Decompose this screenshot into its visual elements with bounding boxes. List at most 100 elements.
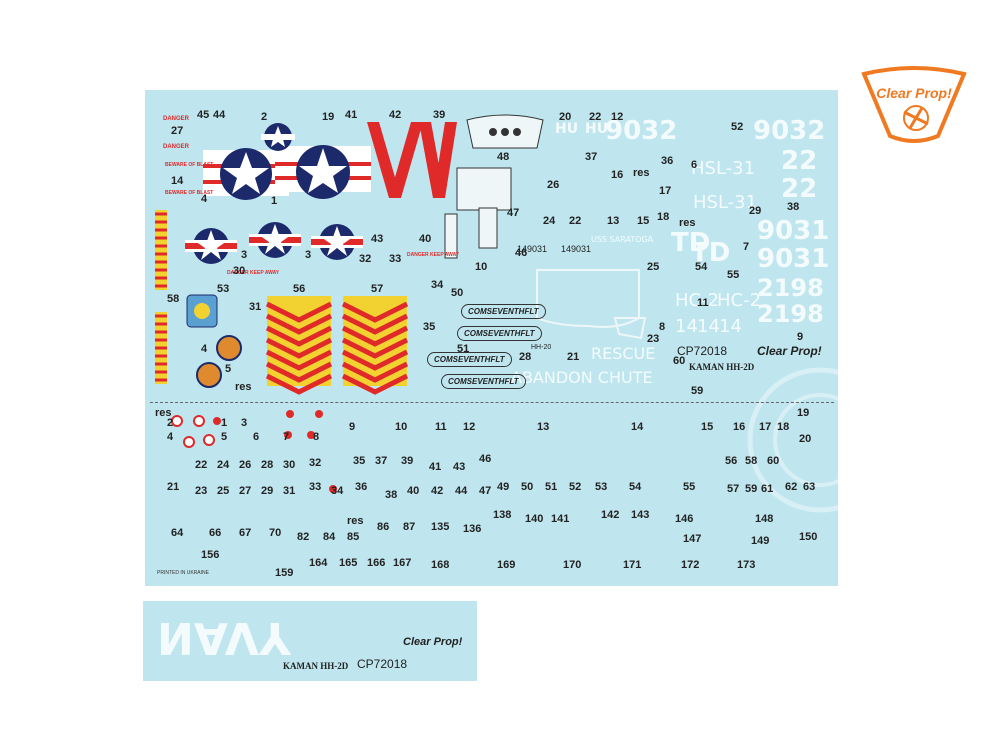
decal-number-label: 27 (239, 485, 252, 497)
cargo-door-outline (536, 269, 647, 340)
decal-number-label: 34 (431, 279, 444, 291)
serial-9032-a: 9032 (605, 116, 678, 146)
decal-number-label: 58 (745, 455, 758, 467)
decal-number-label: 39 (433, 109, 446, 121)
comseventhflt-3: COMSEVENTHFLT (427, 352, 512, 367)
decal-number-label: 32 (359, 253, 372, 265)
decal-number-label: 164 (309, 557, 328, 569)
decal-number-label: 70 (269, 527, 282, 539)
decal-number-label: 9 (797, 331, 804, 343)
decal-number-label: 38 (385, 489, 398, 501)
decal-number-label: 165 (339, 557, 358, 569)
decal-number-label: 7 (743, 241, 750, 253)
decal-number-label: 166 (367, 557, 386, 569)
comseventhflt-2: COMSEVENTHFLT (457, 326, 542, 341)
decal-number-label: res (155, 407, 172, 419)
decal-number-label: 159 (275, 567, 294, 579)
decal-number-label: 18 (777, 421, 790, 433)
decal-number-label: 48 (497, 151, 510, 163)
num14-a: 14 (675, 316, 698, 337)
svg-text:Clear Prop!: Clear Prop! (876, 85, 952, 101)
cut-line (150, 402, 834, 403)
decal-number-label: 2 (261, 111, 268, 123)
decal-number-label: 37 (585, 151, 598, 163)
decal-number-label: 3 (241, 249, 248, 261)
decal-number-label: 156 (201, 549, 220, 561)
decal-number-label: 25 (647, 261, 660, 273)
decal-number-label: 43 (371, 233, 384, 245)
keep-away-text: DANGER KEEP AWAY (227, 270, 280, 276)
decal-number-label: 86 (377, 521, 390, 533)
decal-number-label: 36 (355, 481, 368, 493)
decal-number-label: 50 (521, 481, 534, 493)
tail-td-a: TD (671, 228, 711, 258)
decal-number-label: 167 (393, 557, 412, 569)
instrument-panel-decal (444, 114, 544, 259)
decal-number-label: 5 (221, 431, 228, 443)
decal-number-label: 11 (435, 421, 447, 433)
strip-code: CP72018 (357, 657, 408, 671)
decal-number-label: 22 (589, 111, 602, 123)
decal-number-label: 16 (611, 169, 624, 181)
decal-number-label: res (347, 515, 364, 527)
squadron-emblems (186, 294, 242, 388)
decal-number-label: 150 (799, 531, 818, 543)
decal-number-label: 50 (451, 287, 464, 299)
decal-number-label: 22 (195, 459, 208, 471)
decal-number-label: 14 (171, 175, 184, 187)
decal-number-label: 38 (787, 201, 800, 213)
decal-number-label: 4 (167, 431, 174, 443)
decal-number-label: 14 (631, 421, 644, 433)
decal-number-label: 2 (167, 417, 174, 429)
comseventhflt-1: COMSEVENTHFLT (461, 304, 546, 319)
decal-number-label: 46 (479, 453, 492, 465)
red-chevron-decals (367, 122, 457, 198)
squadron-hsl31-a: HSL-31 (691, 158, 756, 179)
serial-9032-b: 9032 (753, 116, 826, 146)
decal-number-label: 11 (697, 297, 709, 309)
decal-number-label: 60 (767, 455, 780, 467)
decal-number-label: 24 (217, 459, 230, 471)
decal-number-label: 16 (733, 421, 746, 433)
decal-number-label: 51 (545, 481, 558, 493)
decal-number-label: 59 (745, 483, 758, 495)
decal-number-label: 30 (233, 265, 246, 277)
product-code: CP72018 (677, 344, 728, 358)
decal-number-label: 29 (749, 205, 762, 217)
decal-number-label: 15 (701, 421, 714, 433)
decal-number-label: 49 (497, 481, 510, 493)
decal-number-label: 20 (559, 111, 572, 123)
decal-number-label: res (633, 167, 650, 179)
decal-number-label: 8 (659, 321, 666, 333)
decal-number-label: 10 (395, 421, 408, 433)
decal-number-label: 17 (659, 185, 672, 197)
hc2-b: HC-2 (717, 290, 762, 311)
rescue-text: RESCUE (591, 344, 656, 363)
decal-number-label: 56 (293, 283, 306, 295)
decal-number-label: 26 (239, 459, 252, 471)
decal-number-label: 42 (389, 109, 402, 121)
decal-number-label: 142 (601, 509, 620, 521)
squadron-hsl31-b: HSL-31 (693, 192, 758, 213)
decal-number-label: 22 (569, 215, 582, 227)
decal-number-label: 53 (595, 481, 608, 493)
hu-b: HU (585, 121, 609, 137)
national-insignia (185, 123, 371, 264)
decal-number-label: 51 (457, 343, 470, 355)
decal-number-label: 30 (283, 459, 296, 471)
decal-number-label: 28 (261, 459, 274, 471)
decal-number-label: 44 (213, 109, 226, 121)
decal-number-label: 31 (249, 301, 262, 313)
decal-number-label: 32 (309, 457, 322, 469)
tail-td-b: TD (691, 238, 731, 268)
decal-number-label: 66 (209, 527, 222, 539)
decal-number-label: 25 (217, 485, 230, 497)
decal-number-label: 173 (737, 559, 756, 571)
decal-number-label: 41 (345, 109, 358, 121)
decal-number-label: 23 (647, 333, 660, 345)
num14-b: 14 (697, 316, 720, 337)
product-model: KAMAN HH-2D (689, 362, 755, 372)
small-red-marks (171, 410, 337, 493)
decal-number-label: 43 (453, 461, 466, 473)
hazard-panel-right (341, 296, 409, 395)
